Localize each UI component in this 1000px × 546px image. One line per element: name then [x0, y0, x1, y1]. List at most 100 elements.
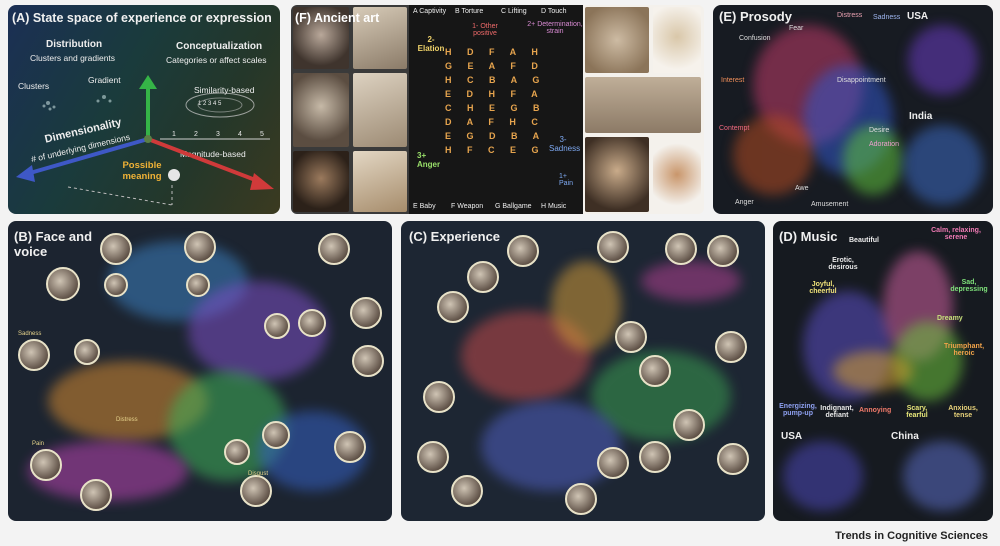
- artifact-image: [653, 137, 701, 212]
- similarity-ellipse: [185, 92, 255, 118]
- face-photo: [100, 233, 132, 265]
- category-top: D Touch: [541, 8, 567, 15]
- scene-photo: [597, 231, 629, 263]
- scene-photo: [673, 409, 705, 441]
- right-arrowhead: [250, 173, 274, 190]
- artifact-image: [293, 7, 349, 69]
- music-word: Dreamy: [937, 315, 963, 322]
- scene-photo: [597, 447, 629, 479]
- tick-label: 5: [260, 131, 264, 138]
- scene-photo: [707, 235, 739, 267]
- panel-state-space: (A) State space of experience or express…: [8, 5, 280, 214]
- panel-a-title: (A) State space of experience or express…: [12, 11, 272, 25]
- artifact-image: [293, 73, 349, 147]
- scene-photo: [639, 441, 671, 473]
- face-photo: [334, 431, 366, 463]
- artifact-image: [585, 137, 649, 212]
- region-label: USA: [781, 431, 803, 442]
- gradient-label: Gradient: [88, 75, 121, 85]
- face-photo: [184, 231, 216, 263]
- artifact-image: [585, 77, 701, 133]
- artifact-image: [353, 73, 407, 147]
- possible-meaning-label: Possible meaning: [122, 160, 162, 182]
- music-word: Sad, depressing: [950, 279, 988, 293]
- emotion-word: Distress: [837, 12, 863, 19]
- similarity-label: Similarity-based: [194, 85, 255, 95]
- scene-photo: [717, 443, 749, 475]
- music-word: Joyful, cheerful: [809, 281, 837, 295]
- face-photo: [30, 449, 62, 481]
- journal-credit: Trends in Cognitive Sciences: [835, 530, 988, 542]
- scene-photo: [615, 321, 647, 353]
- left-axis: [29, 137, 149, 175]
- music-word: Calm, relaxing, serene: [931, 227, 981, 241]
- emotion-word: Awe: [795, 185, 809, 192]
- tick-label: 3: [216, 131, 220, 138]
- scene-photo: [451, 475, 483, 507]
- cluster-dots: [42, 95, 112, 111]
- right-axis: [147, 137, 259, 183]
- meaning-sphere: [168, 169, 180, 181]
- face-photo: [352, 345, 384, 377]
- distribution-label: Distribution: [46, 39, 103, 50]
- magnitude-ticks: 1 2 3 4 5: [172, 131, 264, 138]
- anger-label: 3+ Anger: [417, 151, 441, 169]
- panel-f-title: (F) Ancient art: [295, 11, 380, 25]
- artifact-image: [353, 151, 407, 212]
- artifact-image: [585, 7, 649, 73]
- panel-d-title: (D) Music: [779, 229, 838, 244]
- conceptualization-sub: Categories or affect scales: [166, 55, 267, 65]
- region-label: USA: [907, 11, 929, 22]
- emotion-word: Interest: [721, 77, 745, 84]
- category-top: A Captivity: [413, 8, 447, 15]
- face-photo: [80, 479, 112, 511]
- music-word: Beautiful: [849, 237, 879, 244]
- category-bottom: H Music: [541, 203, 567, 210]
- category-top: B Torture: [455, 8, 484, 15]
- distribution-sub: Clusters and gradients: [30, 53, 116, 63]
- face-photo: [240, 475, 272, 507]
- music-word: Triumphant, heroic: [943, 343, 985, 357]
- face-photo: [18, 339, 50, 371]
- emotion-word: Sadness: [873, 14, 901, 21]
- face-photo: [224, 439, 250, 465]
- panel-e-title: (E) Prosody: [719, 9, 792, 24]
- scene-photo: [665, 233, 697, 265]
- panel-music: (D) Music Beautiful Calm, relaxing, sere…: [773, 221, 993, 521]
- music-word: Scary, fearful: [906, 405, 928, 419]
- right-artifact-column: [583, 5, 704, 214]
- determination-label: 2+ Determination, strain: [527, 21, 583, 35]
- artifact-image: [293, 151, 349, 212]
- music-word: Erotic, desirous: [828, 257, 858, 271]
- scene-photo: [715, 331, 747, 363]
- scattered-letters: H D F A H G E A F D H C B A G E D H F A …: [445, 45, 549, 195]
- face-photo: [46, 267, 80, 301]
- emotion-word: Contempt: [719, 125, 750, 132]
- emotion-word: Fear: [789, 25, 804, 32]
- scene-photo: [423, 381, 455, 413]
- face-photo: [74, 339, 100, 365]
- face-photo: [104, 273, 128, 297]
- panel-prosody: (E) Prosody Distress Sadness Confusion F…: [713, 5, 993, 214]
- pain-label: 1+ Pain: [559, 173, 574, 187]
- artifact-image: [353, 7, 407, 69]
- face-photo: [264, 313, 290, 339]
- artifact-image: [653, 7, 701, 73]
- scene-photo: [417, 441, 449, 473]
- music-word: Energizing, pump-up: [779, 403, 817, 417]
- other-positive-label: 1- Other positive: [472, 23, 498, 37]
- scene-photo: [437, 291, 469, 323]
- scene-photo: [467, 261, 499, 293]
- emotion-word: Pain: [32, 441, 45, 447]
- category-bottom: F Weapon: [451, 203, 484, 210]
- emotion-word: Sadness: [18, 331, 42, 337]
- tick-label: 4: [238, 131, 242, 138]
- scene-photo: [565, 483, 597, 515]
- scene-photo: [639, 355, 671, 387]
- similarity-ticks: 1 2 3 4 5: [198, 101, 222, 107]
- emotion-word: Amusement: [811, 201, 849, 208]
- face-photo: [186, 273, 210, 297]
- face-photo: [262, 421, 290, 449]
- category-top: C Lifting: [501, 8, 527, 15]
- region-label: China: [891, 431, 919, 442]
